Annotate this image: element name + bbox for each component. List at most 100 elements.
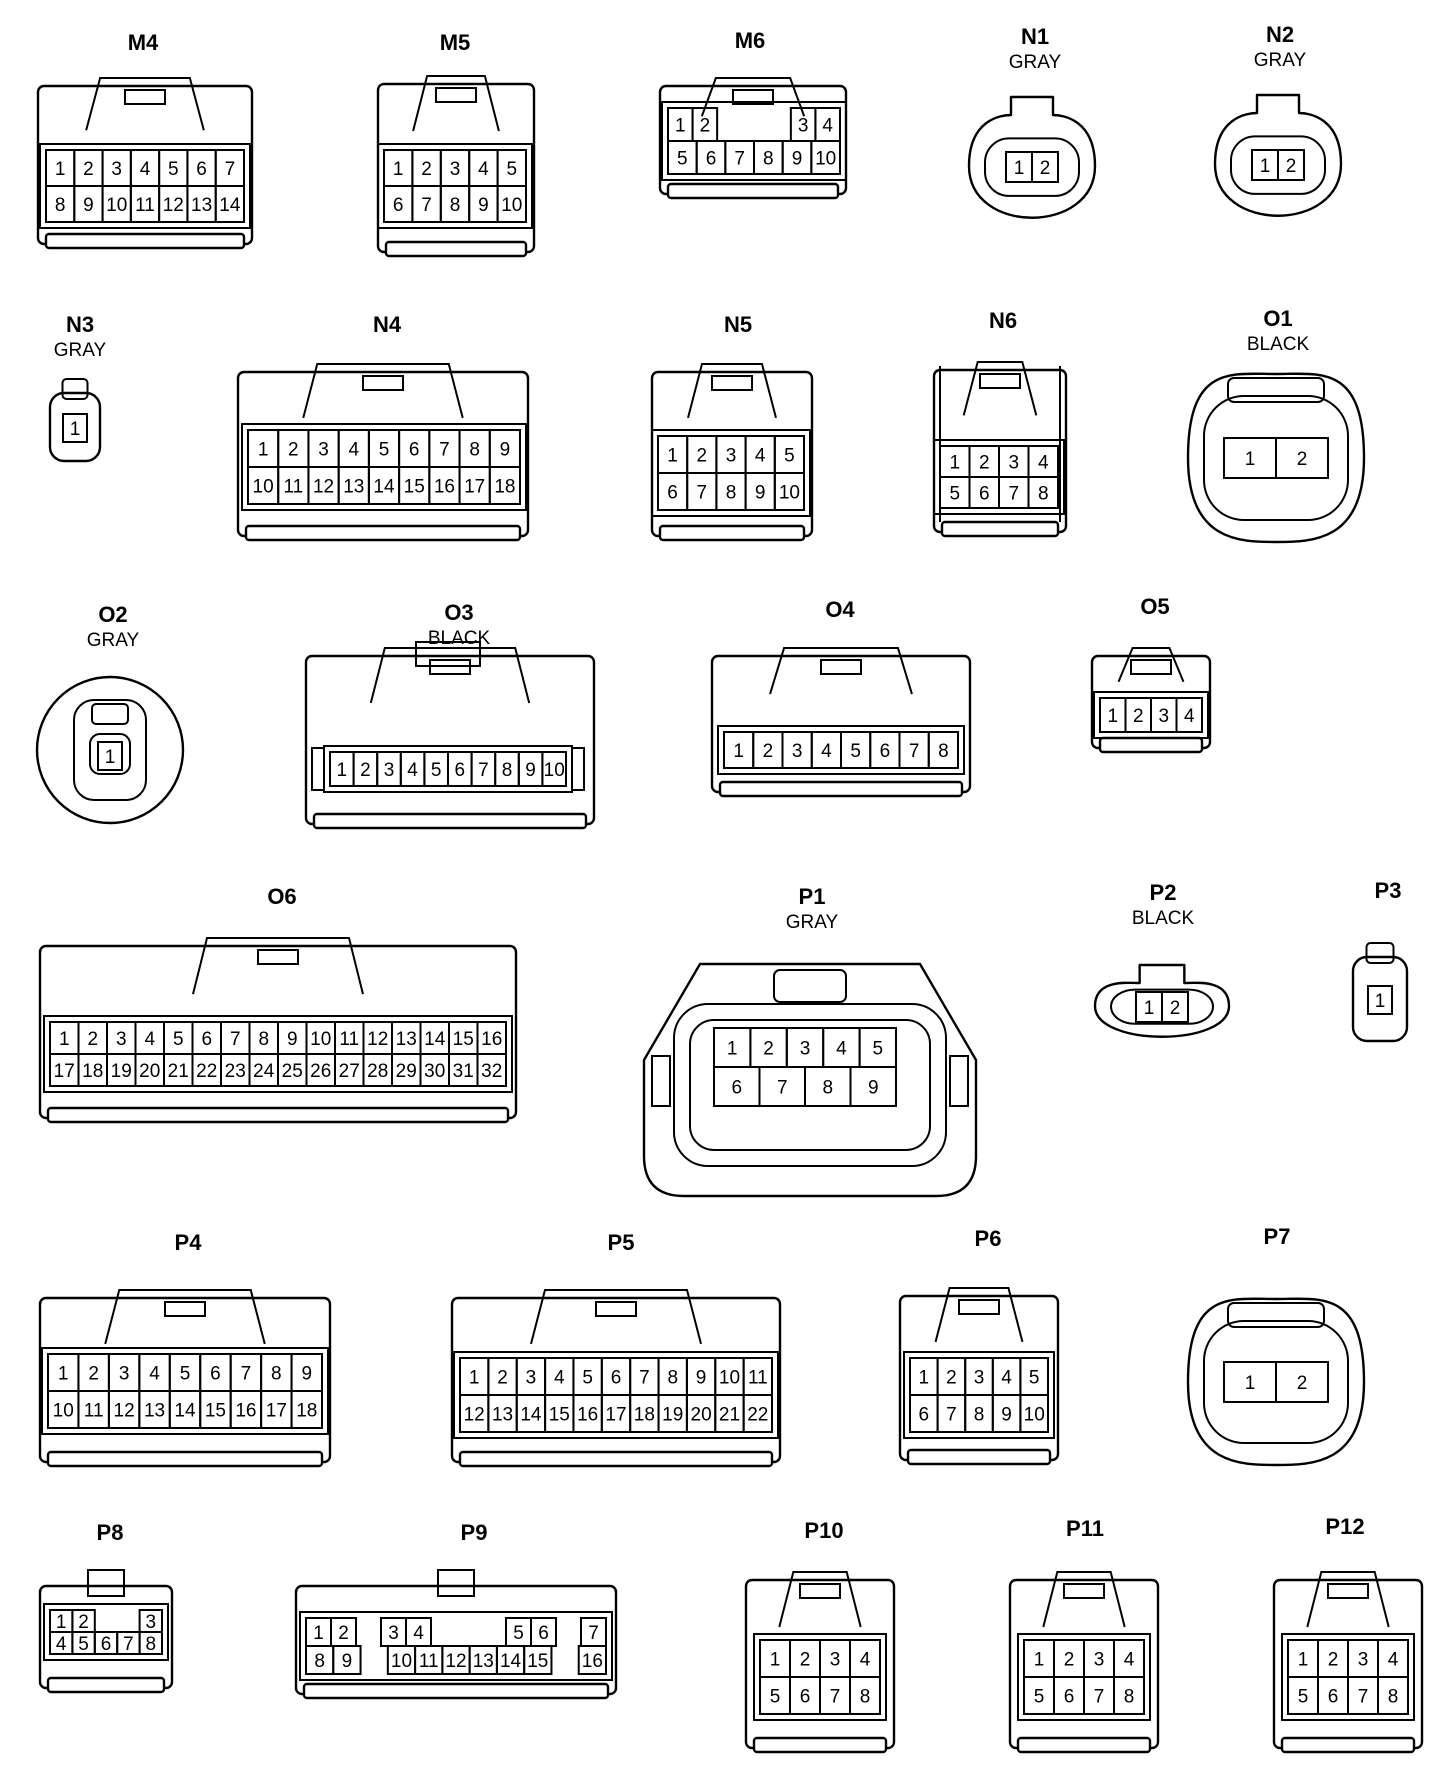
connector-o6-pin-21: 21 bbox=[168, 1061, 189, 1082]
connector-p11-pin-2: 2 bbox=[1064, 1650, 1075, 1671]
connector-o1-pin-cell-2 bbox=[1275, 437, 1329, 479]
connector-p2-label: P2 bbox=[1150, 880, 1177, 905]
connector-p10-pin-8: 8 bbox=[860, 1687, 871, 1708]
connector-m4-pin-12: 12 bbox=[163, 195, 184, 216]
connector-p11-pin-4: 4 bbox=[1124, 1650, 1135, 1671]
connector-o2-pin-cell-1 bbox=[97, 741, 123, 771]
connector-o5-pin-4: 4 bbox=[1184, 706, 1195, 727]
connector-o6-pin-12: 12 bbox=[367, 1029, 388, 1050]
connector-p5-pin-15: 15 bbox=[549, 1405, 570, 1426]
connector-n5-label: N5 bbox=[724, 312, 752, 337]
connector-o6-pin-20: 20 bbox=[139, 1061, 160, 1082]
connector-p9-pin-2: 2 bbox=[338, 1623, 349, 1644]
connector-m5-pin-10: 10 bbox=[501, 195, 522, 216]
connector-p1-pin-8: 8 bbox=[822, 1078, 833, 1099]
connector-n6-pin-4: 4 bbox=[1038, 453, 1049, 474]
connector-o6-pin-14: 14 bbox=[424, 1029, 446, 1050]
connector-m4-pin-8: 8 bbox=[55, 195, 66, 216]
connector-p6-pin-2: 2 bbox=[946, 1368, 957, 1389]
connector-o3-pin-8: 8 bbox=[502, 760, 513, 781]
connector-p6-pin-10: 10 bbox=[1024, 1405, 1045, 1426]
connector-o6-pin-17: 17 bbox=[54, 1061, 75, 1082]
connector-p9-pin-6: 6 bbox=[538, 1623, 549, 1644]
connector-p4-pin-17: 17 bbox=[266, 1401, 287, 1422]
connector-o6-pin-29: 29 bbox=[396, 1061, 417, 1082]
connector-p9-label: P9 bbox=[461, 1520, 488, 1545]
connector-p6-pin-9: 9 bbox=[1001, 1405, 1012, 1426]
connector-p4-pin-9: 9 bbox=[301, 1364, 312, 1385]
connector-o6-pin-1: 1 bbox=[59, 1029, 70, 1050]
connector-n4-pin-12: 12 bbox=[313, 477, 334, 498]
connector-p1-pin-1: 1 bbox=[727, 1039, 738, 1060]
connector-p4-pin-16: 16 bbox=[235, 1401, 256, 1422]
connector-p4-pin-15: 15 bbox=[205, 1401, 226, 1422]
connector-o3-pin-1: 1 bbox=[337, 760, 348, 781]
connector-m6-pin-8: 8 bbox=[763, 149, 774, 170]
connector-m6-pin-7: 7 bbox=[734, 149, 745, 170]
connector-n1-pin-cell-2 bbox=[1031, 151, 1059, 183]
connector-p5-pin-10: 10 bbox=[719, 1368, 740, 1389]
connector-m6-pin-4: 4 bbox=[822, 116, 833, 137]
connector-p9-pin-15: 15 bbox=[527, 1651, 548, 1672]
connector-n5-pin-6: 6 bbox=[667, 483, 678, 504]
connector-o4-pin-6: 6 bbox=[880, 741, 891, 762]
connector-o4-pin-7: 7 bbox=[909, 741, 920, 762]
connector-o3-label: O3 bbox=[444, 600, 473, 625]
connector-p5-label: P5 bbox=[608, 1230, 635, 1255]
connector-n5-pin-3: 3 bbox=[726, 446, 737, 467]
connector-n4-pin-14: 14 bbox=[373, 477, 395, 498]
connector-o6-pin-5: 5 bbox=[173, 1029, 184, 1050]
connector-p5-pin-17: 17 bbox=[605, 1405, 626, 1426]
connector-o1-color: BLACK bbox=[1247, 334, 1310, 355]
connector-m4-pin-9: 9 bbox=[83, 195, 94, 216]
connector-p4-pin-2: 2 bbox=[88, 1364, 99, 1385]
connector-p4-pin-12: 12 bbox=[114, 1401, 135, 1422]
connector-p9-pin-cell-9 bbox=[332, 1645, 362, 1675]
connector-n5-pin-8: 8 bbox=[726, 483, 737, 504]
connector-p11-pin-3: 3 bbox=[1094, 1650, 1105, 1671]
connector-o6-pin-23: 23 bbox=[225, 1061, 246, 1082]
connector-o6-pin-10: 10 bbox=[310, 1029, 331, 1050]
connector-o6-pin-24: 24 bbox=[253, 1061, 275, 1082]
connector-p6-pin-1: 1 bbox=[919, 1368, 930, 1389]
connector-p4-pin-11: 11 bbox=[84, 1401, 104, 1422]
connector-n6-pin-1: 1 bbox=[949, 453, 960, 474]
connector-p11-pin-5: 5 bbox=[1034, 1687, 1045, 1708]
connector-p1-pin-cell-9 bbox=[849, 1066, 897, 1107]
connector-o6-pin-4: 4 bbox=[144, 1029, 155, 1050]
connector-p4-pin-1: 1 bbox=[58, 1364, 69, 1385]
connector-p5-pin-6: 6 bbox=[611, 1368, 622, 1389]
connector-p7-pin-cell-2 bbox=[1275, 1361, 1329, 1403]
connector-o6-pin-8: 8 bbox=[258, 1029, 269, 1050]
connector-n2-color: GRAY bbox=[1254, 50, 1307, 71]
connector-n5-pin-4: 4 bbox=[755, 446, 766, 467]
connector-n6-pin-2: 2 bbox=[979, 453, 990, 474]
connector-m6-pin-5: 5 bbox=[677, 149, 688, 170]
connector-p4-pin-18: 18 bbox=[296, 1401, 317, 1422]
connector-n4-pin-8: 8 bbox=[469, 440, 480, 461]
connector-p8-pin-7: 7 bbox=[123, 1634, 134, 1655]
connector-m4-pin-6: 6 bbox=[196, 159, 207, 180]
connector-n1-color: GRAY bbox=[1009, 52, 1062, 73]
connector-o4-pin-2: 2 bbox=[763, 741, 774, 762]
connector-p5-pin-18: 18 bbox=[634, 1405, 655, 1426]
connector-m6-pin-6: 6 bbox=[706, 149, 717, 170]
connector-o6-pin-19: 19 bbox=[111, 1061, 132, 1082]
connector-m6-pin-2: 2 bbox=[700, 116, 711, 137]
connector-o4-pin-1: 1 bbox=[733, 741, 744, 762]
connector-p5-pin-22: 22 bbox=[747, 1405, 768, 1426]
connector-o6-pin-32: 32 bbox=[481, 1061, 502, 1082]
connector-p12-pin-3: 3 bbox=[1358, 1650, 1369, 1671]
